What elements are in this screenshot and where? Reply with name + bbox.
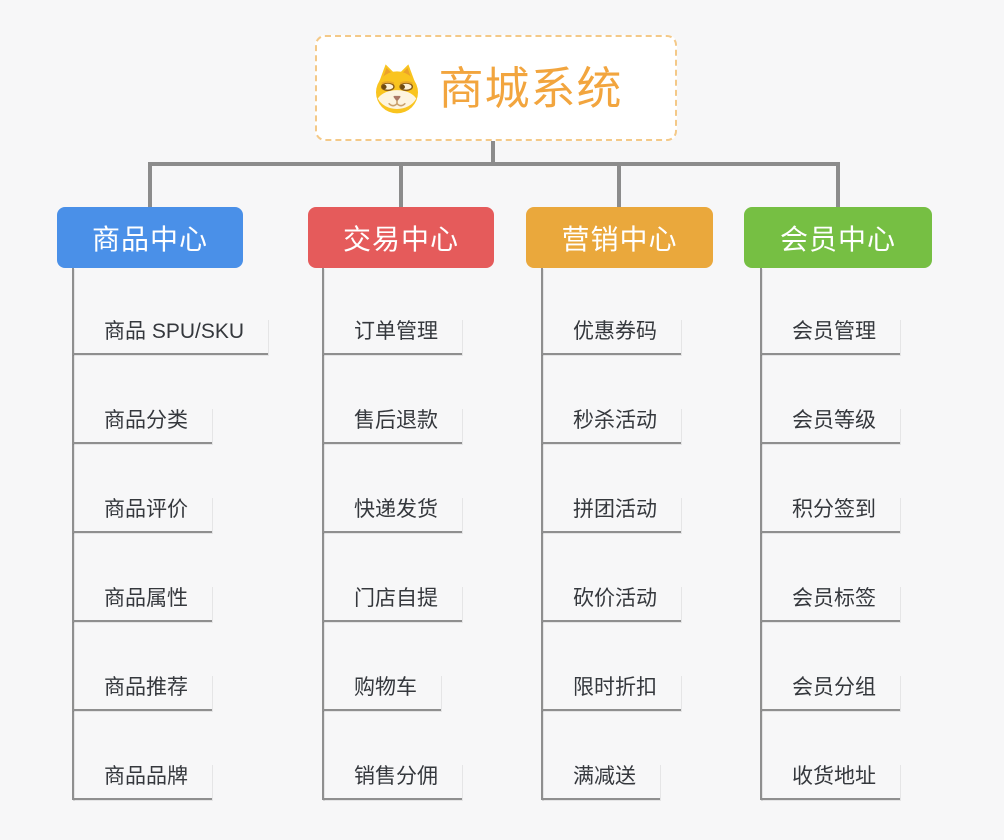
connector-line: [148, 162, 840, 166]
leaf-item-label: 商品 SPU/SKU: [72, 319, 269, 355]
leaf-item[interactable]: 订单管理: [322, 266, 462, 355]
leaf-item-label: 收货地址: [760, 764, 900, 800]
branch-spine-line: [541, 268, 543, 800]
leaf-item-label: 快递发货: [322, 497, 462, 533]
leaf-item[interactable]: 秒杀活动: [541, 355, 681, 444]
leaf-item[interactable]: 销售分佣: [322, 711, 462, 800]
leaf-item[interactable]: 收货地址: [760, 711, 900, 800]
branch-spine-line: [72, 268, 74, 800]
leaf-item[interactable]: 商品品牌: [72, 711, 268, 800]
leaf-item-label: 满减送: [541, 764, 660, 800]
leaf-item-label: 购物车: [322, 675, 441, 711]
leaf-item-label: 订单管理: [322, 319, 462, 355]
leaf-item[interactable]: 门店自提: [322, 533, 462, 622]
branch-spine-line: [322, 268, 324, 800]
leaf-item-label: 商品品牌: [72, 764, 212, 800]
leaf-item-label: 积分签到: [760, 497, 900, 533]
branch-node-1[interactable]: 商品中心: [57, 207, 243, 268]
leaf-item[interactable]: 限时折扣: [541, 622, 681, 711]
leaf-item-label: 拼团活动: [541, 497, 681, 533]
leaf-item-label: 门店自提: [322, 586, 462, 622]
leaf-item-label: 会员分组: [760, 675, 900, 711]
leaf-item-label: 会员管理: [760, 319, 900, 355]
leaf-item[interactable]: 积分签到: [760, 444, 900, 533]
leaf-item-label: 秒杀活动: [541, 408, 681, 444]
branch-node-4[interactable]: 会员中心: [744, 207, 932, 268]
leaf-item[interactable]: 满减送: [541, 711, 681, 800]
root-node[interactable]: 商城系统: [315, 35, 677, 141]
leaf-item-label: 会员标签: [760, 586, 900, 622]
leaf-item-label: 限时折扣: [541, 675, 681, 711]
leaf-item-label: 会员等级: [760, 408, 900, 444]
branch-items: 优惠券码秒杀活动拼团活动砍价活动限时折扣满减送: [541, 266, 681, 800]
connector-line: [836, 162, 840, 207]
leaf-item[interactable]: 商品 SPU/SKU: [72, 266, 269, 355]
branch-node-label: 商品中心: [91, 223, 208, 255]
leaf-item[interactable]: 砍价活动: [541, 533, 681, 622]
connector-line: [617, 162, 621, 207]
branch-items: 订单管理售后退款快递发货门店自提购物车销售分佣: [322, 266, 462, 800]
connector-line: [491, 141, 495, 166]
leaf-item[interactable]: 商品推荐: [72, 622, 268, 711]
branch-node-2[interactable]: 交易中心: [308, 207, 494, 268]
leaf-item[interactable]: 商品分类: [72, 355, 268, 444]
branch-items: 商品 SPU/SKU 商品分类商品评价商品属性商品推荐商品品牌: [72, 266, 269, 800]
leaf-item[interactable]: 拼团活动: [541, 444, 681, 533]
dog-face-icon: [369, 60, 425, 116]
leaf-item[interactable]: 商品属性: [72, 533, 268, 622]
leaf-item[interactable]: 会员标签: [760, 533, 900, 622]
leaf-item-label: 销售分佣: [322, 764, 462, 800]
branch-node-label: 营销中心: [561, 223, 678, 255]
leaf-item-label: 商品评价: [72, 497, 212, 533]
root-title: 商城系统: [438, 62, 623, 114]
leaf-item[interactable]: 优惠券码: [541, 266, 681, 355]
connector-line: [148, 162, 152, 207]
branch-items: 会员管理会员等级积分签到会员标签会员分组收货地址: [760, 266, 900, 800]
branch-node-label: 交易中心: [342, 223, 459, 255]
leaf-item[interactable]: 售后退款: [322, 355, 462, 444]
leaf-item-label: 商品属性: [72, 586, 212, 622]
connector-line: [399, 162, 403, 207]
leaf-item-label: 商品推荐: [72, 675, 212, 711]
leaf-item[interactable]: 会员管理: [760, 266, 900, 355]
leaf-item[interactable]: 快递发货: [322, 444, 462, 533]
leaf-item-label: 售后退款: [322, 408, 462, 444]
branch-node-3[interactable]: 营销中心: [526, 207, 713, 268]
leaf-item-label: 砍价活动: [541, 586, 681, 622]
leaf-item[interactable]: 会员分组: [760, 622, 900, 711]
leaf-item-label: 商品分类: [72, 408, 212, 444]
leaf-item[interactable]: 商品评价: [72, 444, 268, 533]
branch-node-label: 会员中心: [779, 223, 896, 255]
leaf-item[interactable]: 购物车: [322, 622, 462, 711]
branch-spine-line: [760, 268, 762, 800]
leaf-item[interactable]: 会员等级: [760, 355, 900, 444]
leaf-item-label: 优惠券码: [541, 319, 681, 355]
